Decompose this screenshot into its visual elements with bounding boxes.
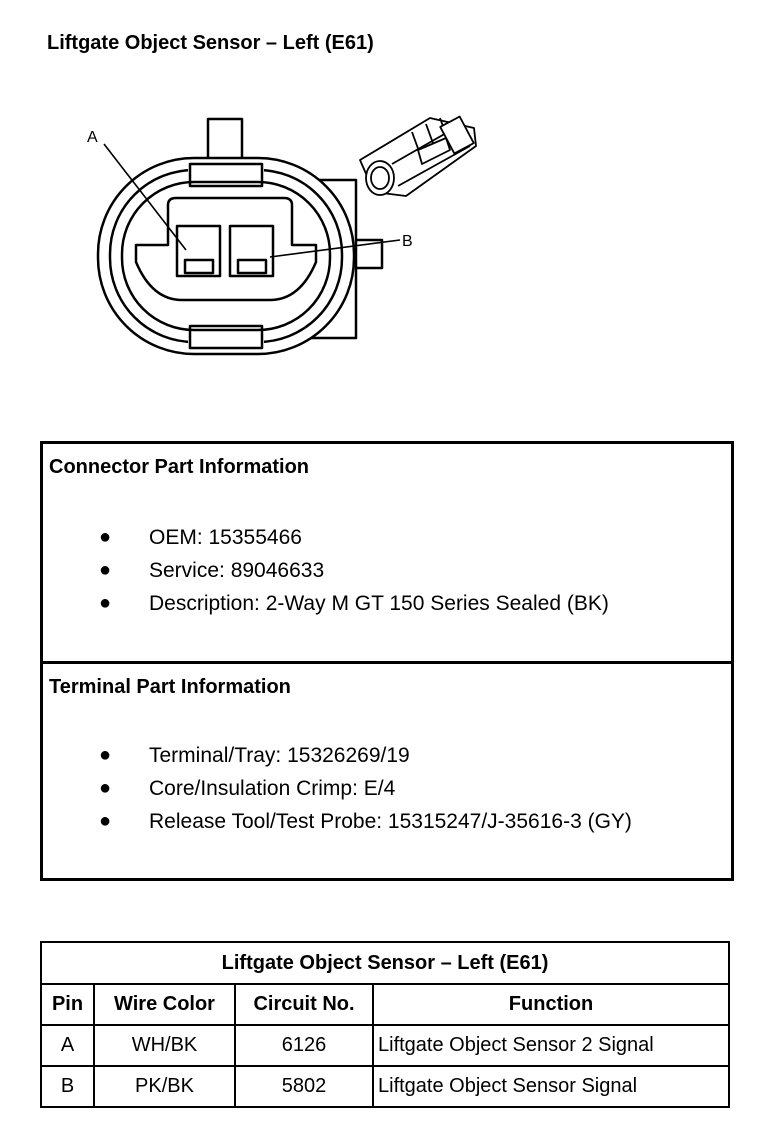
pinout-table-header: Pin Wire Color Circuit No. Function (40, 983, 731, 1026)
column-header-pin: Pin (40, 983, 95, 1026)
page-title: Liftgate Object Sensor – Left (E61) (47, 32, 374, 54)
terminal-part-info: Terminal Part Information ●Terminal/Tray… (49, 676, 632, 833)
table-row: B PK/BK 5802 Liftgate Object Sensor Sign… (40, 1065, 731, 1108)
terminal-part-info-heading: Terminal Part Information (49, 676, 291, 698)
cell-wire-color: WH/BK (93, 1024, 236, 1067)
bullet-icon: ● (99, 744, 112, 766)
cell-wire-color: PK/BK (93, 1065, 236, 1108)
pinout-table-title: Liftgate Object Sensor – Left (E61) (39, 941, 731, 985)
pinout-table: Liftgate Object Sensor – Left (E61) Pin … (39, 941, 731, 1108)
bullet-icon: ● (99, 777, 112, 799)
pin-label-b: B (402, 233, 413, 250)
table-row: A WH/BK 6126 Liftgate Object Sensor 2 Si… (40, 1024, 731, 1067)
column-header-circuit-no: Circuit No. (234, 983, 374, 1026)
cell-circuit-no: 6126 (234, 1024, 374, 1067)
connector-part-info-heading: Connector Part Information (49, 456, 310, 478)
connector-face-diagram: A B (87, 115, 477, 356)
bullet-icon: ● (99, 559, 112, 581)
bullet-icon: ● (99, 810, 112, 832)
connector-part-info: Connector Part Information ●OEM: 1535546… (43, 444, 731, 664)
pin-label-a: A (87, 129, 98, 146)
connector-thumbnail (359, 115, 477, 197)
cell-function: Liftgate Object Sensor Signal (371, 1065, 731, 1108)
cell-circuit-no: 5802 (234, 1065, 374, 1108)
part-information-box: Connector Part Information ●OEM: 1535546… (40, 441, 734, 881)
bullet-icon: ● (99, 526, 112, 548)
bullet-icon: ● (99, 592, 112, 614)
cell-pin: A (40, 1024, 95, 1067)
cell-function: Liftgate Object Sensor 2 Signal (371, 1024, 731, 1067)
column-header-wire-color: Wire Color (93, 983, 236, 1026)
connector-seal-ring (120, 180, 332, 332)
leader-line-b (269, 239, 401, 258)
column-header-function: Function (371, 983, 731, 1026)
cell-pin: B (40, 1065, 95, 1108)
leader-line-a (103, 143, 187, 251)
